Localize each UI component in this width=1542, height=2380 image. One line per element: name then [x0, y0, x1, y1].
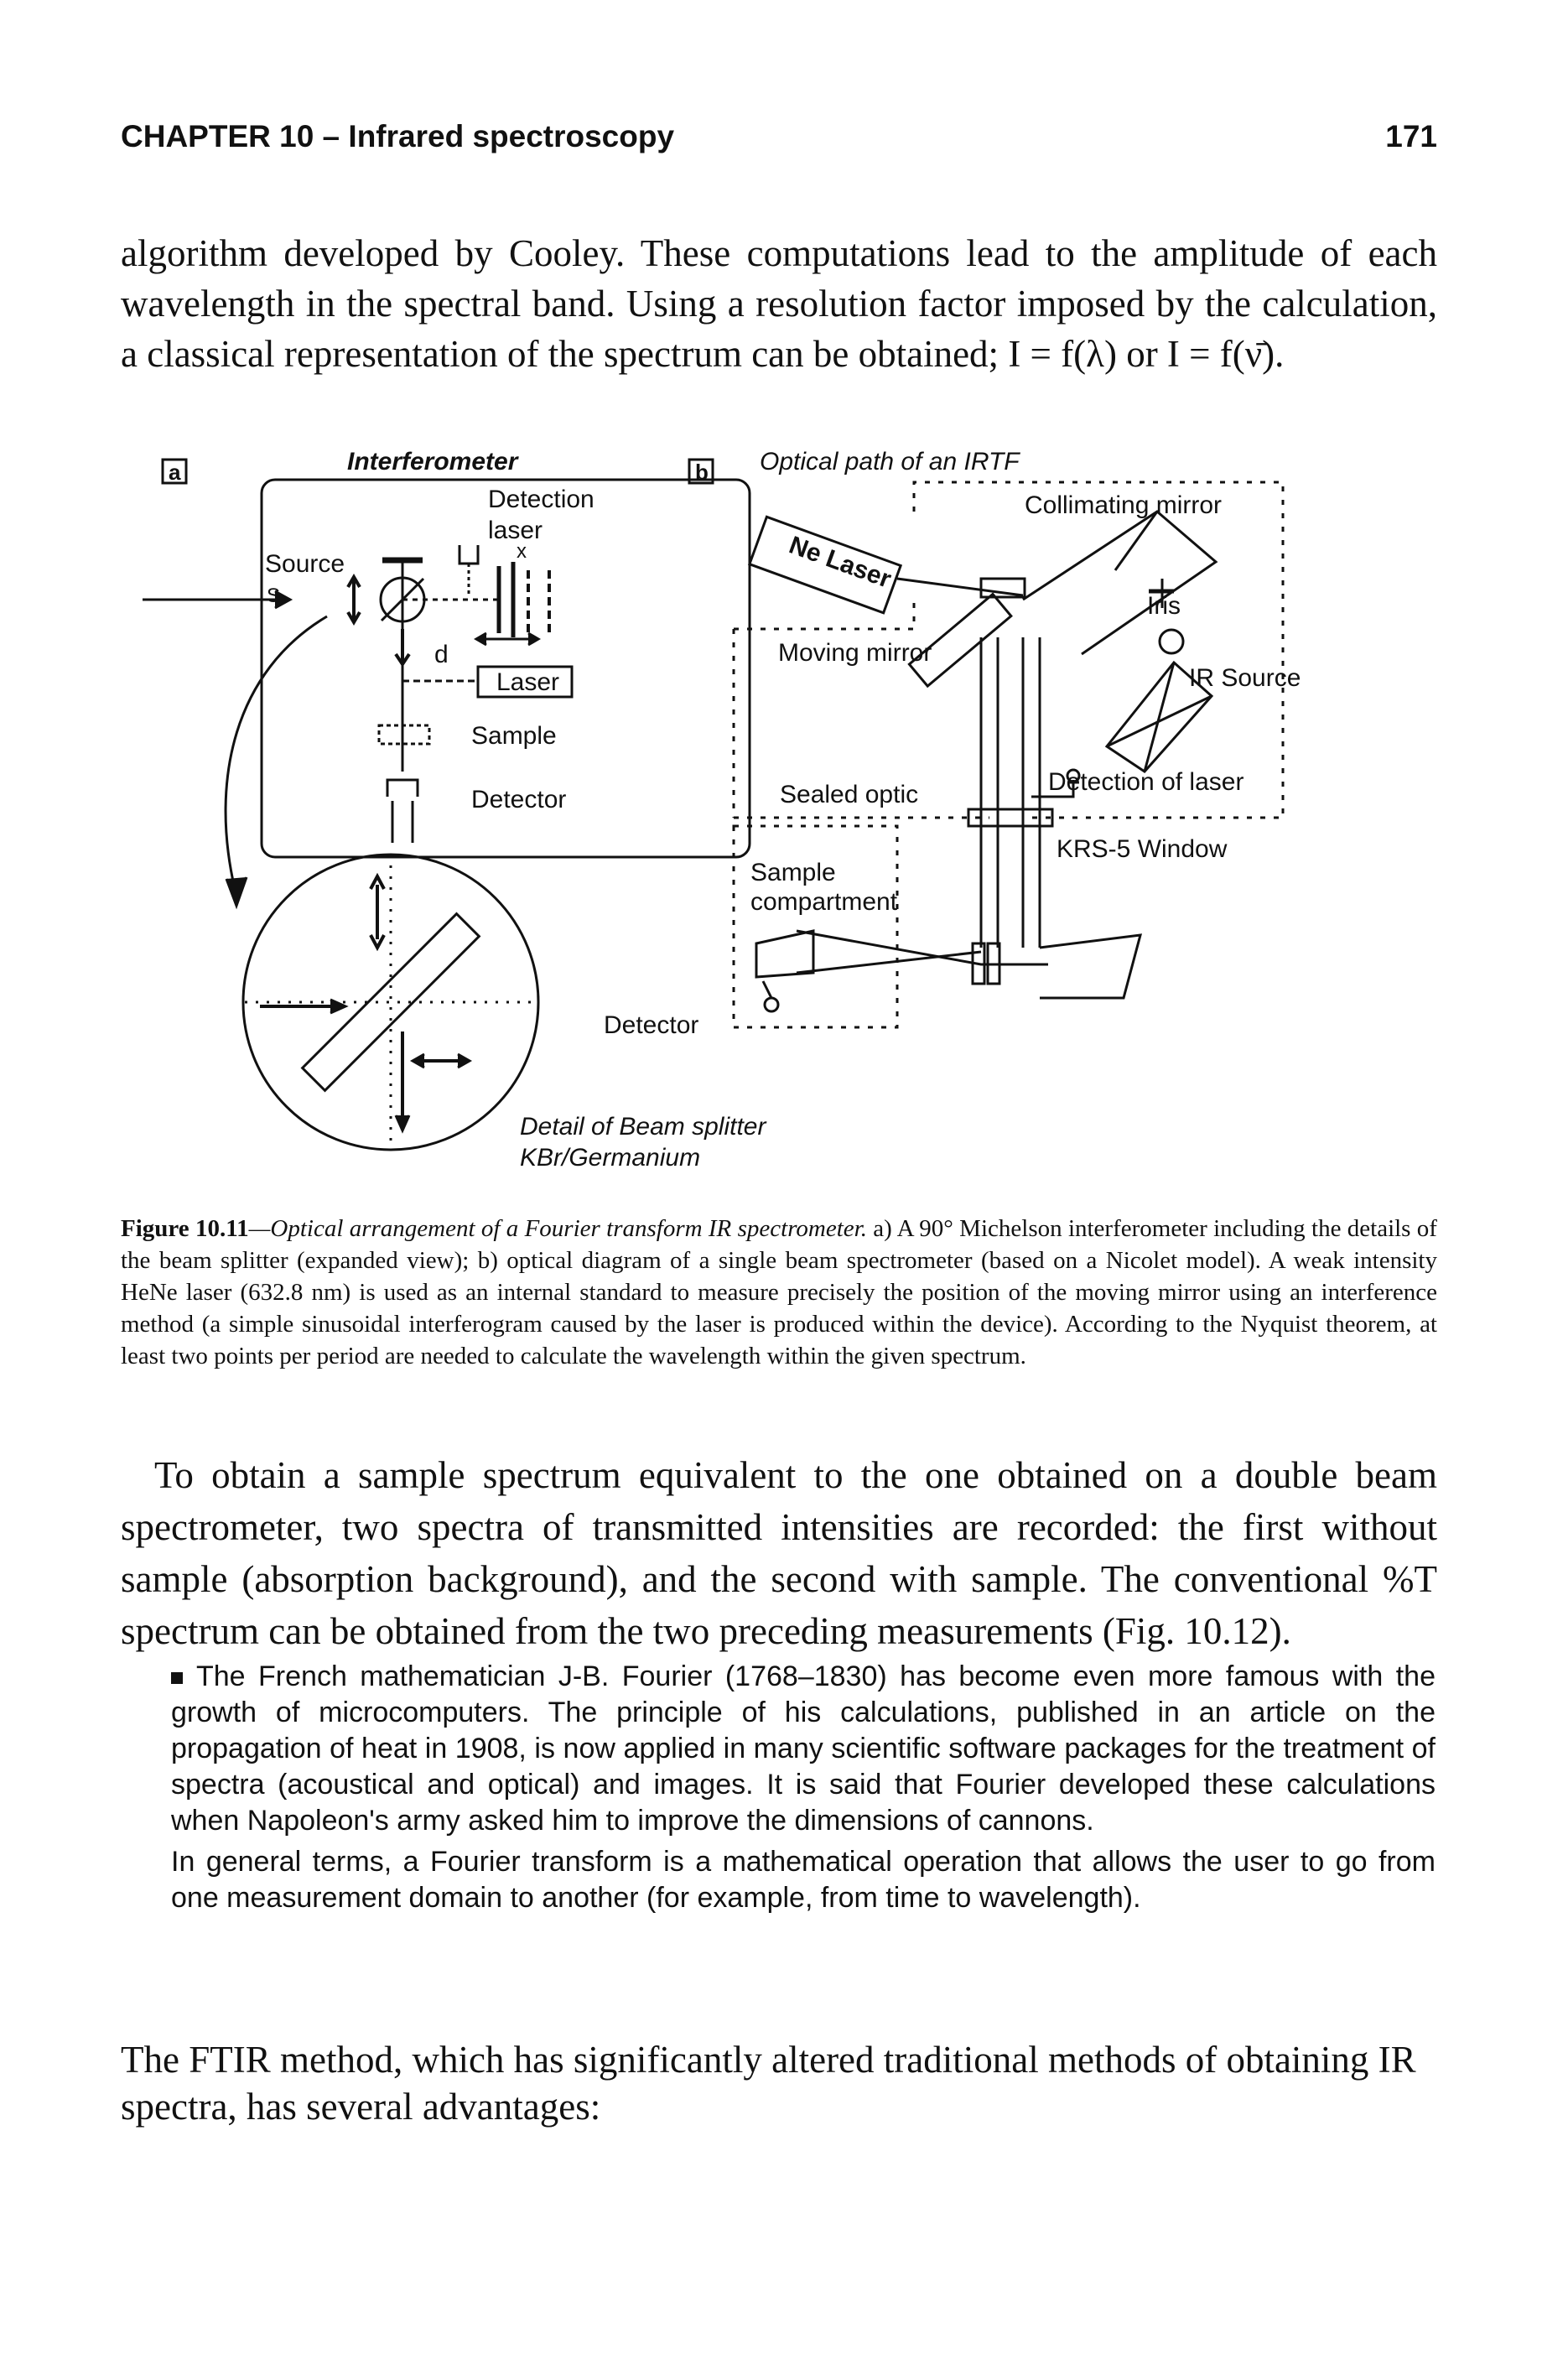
interferometer-box: [260, 478, 751, 859]
caption-title: —Optical arrangement of a Fourier transf…: [248, 1215, 867, 1242]
paragraph-top: algorithm developed by Cooley. These com…: [121, 232, 1437, 375]
label-laser: Laser: [496, 668, 559, 696]
running-header: CHAPTER 10 – Infrared spectroscopy 171: [121, 119, 1437, 154]
panel-b-tag-box: [688, 458, 714, 485]
caption-label: Figure 10.11: [121, 1215, 249, 1242]
panel-a-title: Interferometer: [347, 448, 520, 475]
bullet-icon: [171, 1672, 183, 1685]
label-ir-source: IR Source: [1189, 664, 1300, 692]
label-detector-b: Detector: [604, 1011, 698, 1039]
label-sample-compartment-2: compartment: [750, 888, 898, 916]
label-d: d: [434, 641, 449, 668]
paragraph-mid: To obtain a sample spectrum equivalent t…: [121, 1454, 1437, 1652]
label-sealed-optic: Sealed optic: [780, 781, 918, 808]
note-paragraph-1: The French mathematician J-B. Fourier (1…: [171, 1659, 1436, 1839]
label-moving-mirror: Moving mirror: [778, 639, 932, 667]
paragraph-bottom: The FTIR method, which has significantly…: [121, 2039, 1416, 2128]
caption-body: a) A 90° Michelson interferometer includ…: [121, 1215, 1437, 1369]
panel-a: [143, 458, 751, 1151]
panel-b-tag: b: [695, 460, 709, 485]
label-sample-a: Sample: [471, 722, 557, 750]
running-title: CHAPTER 10 – Infrared spectroscopy: [121, 119, 675, 153]
label-detection-laser-2: laser: [488, 517, 543, 544]
label-detection-of-laser: Detection of laser: [1048, 768, 1243, 796]
figure-caption: Figure 10.11—Optical arrangement of a Fo…: [121, 1213, 1437, 1372]
label-x: x: [517, 540, 527, 563]
panel-b: [688, 458, 1285, 1029]
label-sample-compartment-1: Sample: [750, 859, 836, 886]
label-detail-2: KBr/Germanium: [520, 1144, 700, 1172]
sidebar-note: The French mathematician J-B. Fourier (1…: [171, 1659, 1436, 1921]
label-detector-a: Detector: [471, 786, 566, 813]
note-paragraph-2: In general terms, a Fourier transform is…: [171, 1844, 1436, 1916]
label-collimating-mirror: Collimating mirror: [1025, 491, 1222, 519]
label-krs5-window: KRS-5 Window: [1057, 835, 1228, 863]
label-iris: Iris: [1147, 592, 1181, 620]
page-number: 171: [1385, 119, 1437, 153]
laser-box: [476, 665, 574, 699]
panel-b-title: Optical path of an IRTF: [760, 448, 1020, 475]
figure-10-11: a Interferometer Detection laser Source …: [143, 448, 1300, 1172]
note-text-2: In general terms, a Fourier transform is…: [171, 1846, 1436, 1914]
label-detail-1: Detail of Beam splitter: [520, 1113, 766, 1141]
label-detection-laser-1: Detection: [488, 486, 594, 513]
note-text-1: The French mathematician J-B. Fourier (1…: [171, 1660, 1436, 1837]
label-source: Source: [265, 550, 345, 578]
label-s: S: [267, 585, 280, 607]
panel-a-tag: a: [169, 460, 181, 485]
panel-a-tag-box: [161, 458, 188, 485]
